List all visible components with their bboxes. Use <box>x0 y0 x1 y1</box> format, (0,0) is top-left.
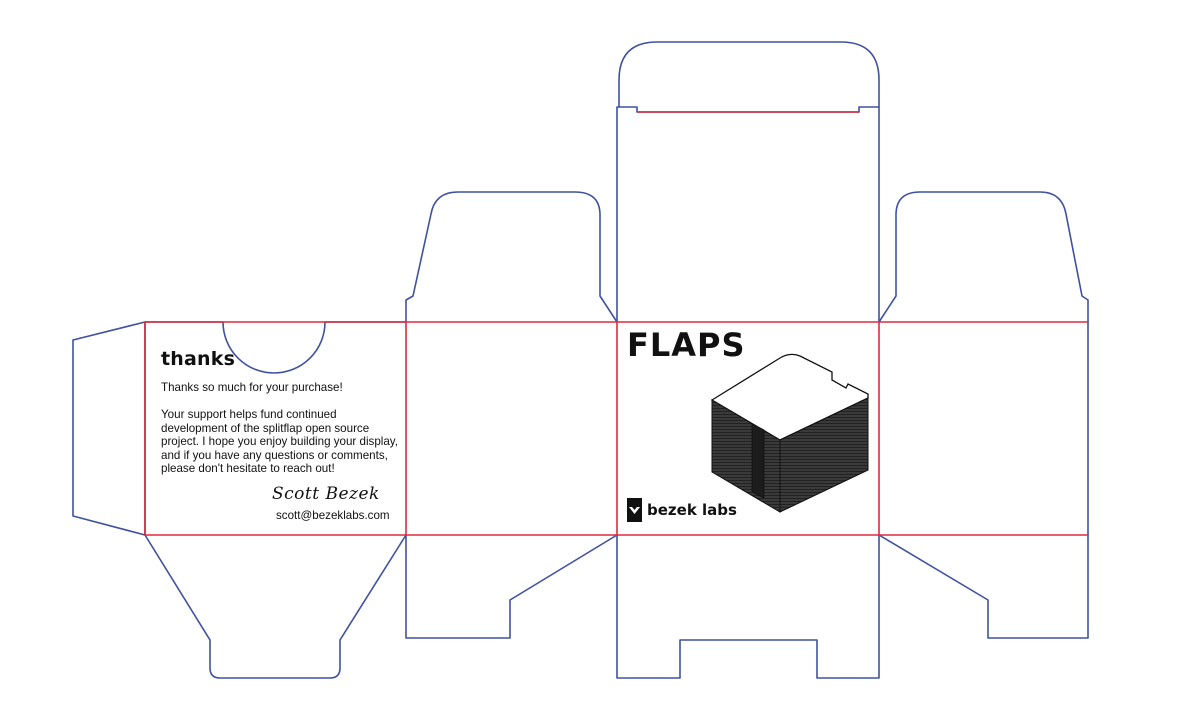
thanks-line: Thanks so much for your purchase! <box>161 381 343 394</box>
brand-logo: bezek labs <box>627 498 737 522</box>
bottom-dust-flap-left <box>144 534 407 679</box>
bezek-labs-logo-icon <box>627 498 642 522</box>
product-name: FLAPS <box>627 326 746 364</box>
module-notch <box>751 423 765 499</box>
email-address: scott@bezeklabs.com <box>276 509 390 522</box>
module-top-face <box>710 353 869 441</box>
bottom-flap-side-left <box>405 534 618 639</box>
thanks-body: Your support helps fund continued develo… <box>161 408 398 475</box>
module-right-face <box>779 397 869 513</box>
brand-name: bezek labs <box>647 501 737 519</box>
thanks-panel-top-notch <box>144 321 407 374</box>
bottom-flap-side-right <box>878 534 1089 639</box>
signature: Scott Bezek <box>272 484 380 504</box>
top-dust-flap-right <box>878 191 1089 323</box>
thanks-title: thanks <box>161 348 236 370</box>
bottom-flap-front <box>616 534 880 679</box>
top-dust-flap-left <box>405 191 618 323</box>
top-lid-tuck <box>618 41 880 108</box>
